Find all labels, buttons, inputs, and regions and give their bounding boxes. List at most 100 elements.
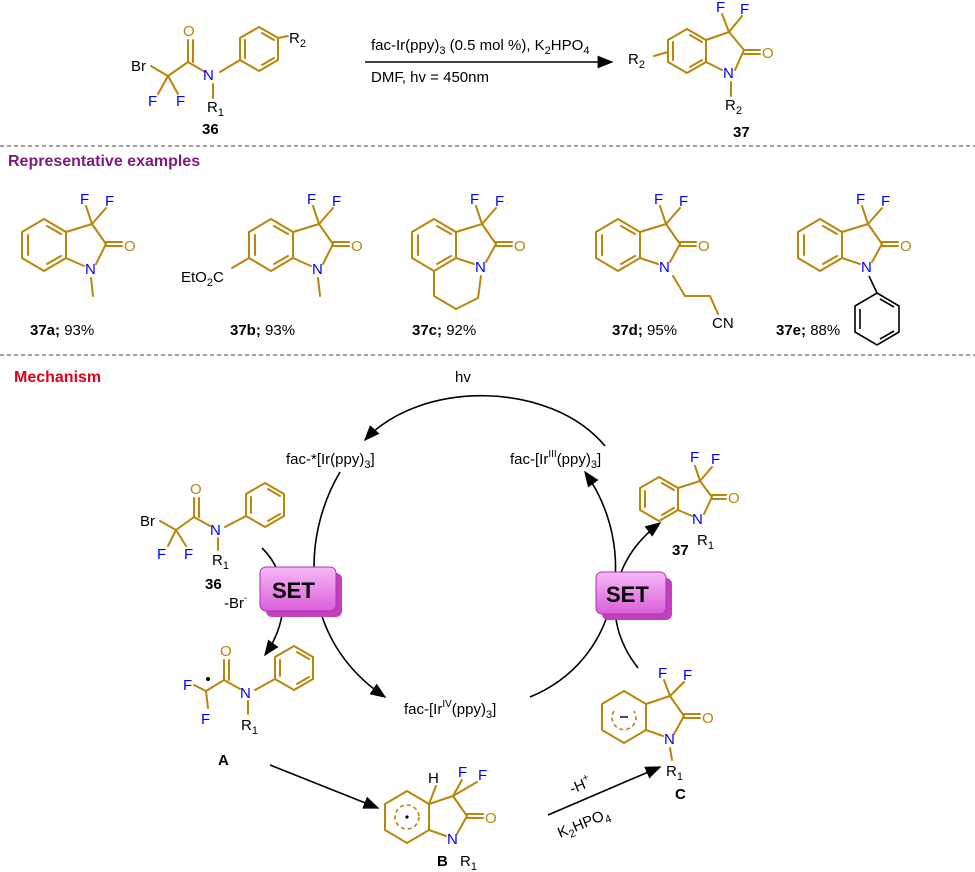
f-atom: F bbox=[176, 93, 185, 110]
deprotonation-arrow bbox=[547, 766, 662, 816]
example-label: 37e; 88% bbox=[776, 322, 840, 339]
o-atom: O bbox=[728, 490, 740, 507]
r1-label: R1 bbox=[460, 853, 477, 872]
f-atom: F bbox=[105, 193, 114, 210]
intermediate-A: F F O N R1 A bbox=[183, 643, 314, 769]
set-badge-right: SET bbox=[595, 571, 672, 620]
f-atom: F bbox=[690, 449, 699, 466]
photoexcitation-arrow bbox=[363, 394, 606, 447]
intermediate-B-label: B bbox=[437, 853, 448, 870]
example-37a: N O F F 37a; 93% bbox=[21, 191, 136, 339]
compound-37-label: 37 bbox=[672, 542, 689, 559]
n-atom: N bbox=[203, 67, 214, 84]
f-atom: F bbox=[157, 546, 166, 563]
reaction-conditions: fac-Ir(ppy)3 (0.5 mol %), K2HPO4 DMF, hv… bbox=[365, 37, 614, 86]
f-atom: F bbox=[201, 711, 210, 728]
n-atom: N bbox=[210, 522, 221, 539]
f-atom: F bbox=[881, 193, 890, 210]
f-atom: F bbox=[458, 764, 467, 781]
o-atom: O bbox=[698, 238, 710, 255]
f-atom: F bbox=[184, 546, 193, 563]
r2-label: R2 bbox=[725, 97, 742, 117]
f-atom: F bbox=[654, 191, 663, 208]
intermediate-B: N O F F H B R1 bbox=[384, 764, 497, 872]
o-atom: O bbox=[762, 45, 774, 62]
starting-material-36: Br O N R1 F F R2 36 bbox=[131, 23, 306, 138]
r1-label: R1 bbox=[207, 99, 224, 119]
f-atom: F bbox=[148, 93, 157, 110]
hv-label: hv bbox=[455, 369, 471, 386]
f-atom: F bbox=[716, 0, 725, 16]
n-atom: N bbox=[659, 259, 670, 276]
base-label: K2HPO4 bbox=[555, 805, 613, 844]
f-atom: F bbox=[470, 191, 479, 208]
r2-label: R2 bbox=[289, 30, 306, 50]
ir-iv-label: fac-[IrIV(ppy)3] bbox=[404, 699, 496, 721]
deprotonation-label: -H+ bbox=[566, 772, 593, 798]
f-atom: F bbox=[711, 451, 720, 468]
compound-36-label: 36 bbox=[202, 121, 219, 138]
bromide-loss-label: -Br- bbox=[224, 593, 247, 612]
example-label: 37d; 95% bbox=[612, 322, 677, 339]
cyclization-arrow bbox=[269, 764, 380, 809]
o-atom: O bbox=[900, 238, 912, 255]
n-atom: N bbox=[475, 259, 486, 276]
n-atom: N bbox=[861, 259, 872, 276]
conditions-line-2: DMF, hv = 450nm bbox=[371, 69, 489, 86]
o-atom: O bbox=[702, 710, 714, 727]
example-label: 37a; 93% bbox=[30, 322, 94, 339]
ester-substituent: EtO2C bbox=[181, 269, 224, 289]
n-atom: N bbox=[240, 685, 251, 702]
f-atom: F bbox=[658, 665, 667, 682]
br-atom: Br bbox=[140, 513, 155, 530]
r1-label: R1 bbox=[697, 532, 714, 552]
set-badge-left: SET bbox=[259, 566, 342, 617]
r1-label: R1 bbox=[241, 717, 258, 737]
br-atom: Br bbox=[131, 58, 146, 75]
set-label: SET bbox=[272, 578, 315, 603]
compound-36-label: 36 bbox=[205, 576, 222, 593]
h-atom: H bbox=[428, 770, 439, 787]
o-atom: O bbox=[220, 643, 232, 660]
f-atom: F bbox=[495, 193, 504, 210]
n-atom: N bbox=[692, 511, 703, 528]
example-label: 37c; 92% bbox=[412, 322, 476, 339]
f-atom: F bbox=[478, 767, 487, 784]
n-atom: N bbox=[664, 731, 675, 748]
o-atom: O bbox=[514, 238, 526, 255]
example-37b: N O F F EtO2C 37b; 93% bbox=[181, 191, 363, 339]
example-37c: N O F F 37c; 92% bbox=[411, 191, 526, 339]
mechanism-section-title: Mechanism bbox=[14, 369, 101, 386]
ir-excited-label: fac-*[Ir(ppy)3] bbox=[286, 451, 375, 471]
f-atom: F bbox=[307, 191, 316, 208]
f-atom: F bbox=[683, 667, 692, 684]
o-atom: O bbox=[485, 810, 497, 827]
examples-section-title: Representative examples bbox=[8, 153, 200, 170]
o-atom: O bbox=[351, 238, 363, 255]
o-atom: O bbox=[124, 238, 136, 255]
f-atom: F bbox=[332, 193, 341, 210]
r1-label: R1 bbox=[212, 552, 229, 572]
f-atom: F bbox=[856, 191, 865, 208]
nitrile-substituent: CN bbox=[712, 315, 734, 332]
product-37: N O F F R2 R2 37 bbox=[628, 0, 774, 141]
mechanism-compound-36: Br O N R1 F F 36 bbox=[140, 481, 285, 593]
n-atom: N bbox=[723, 65, 734, 82]
intermediate-A-label: A bbox=[218, 752, 229, 769]
r1-label: R1 bbox=[666, 763, 683, 783]
n-atom: N bbox=[447, 831, 458, 848]
n-atom: N bbox=[85, 261, 96, 278]
f-atom: F bbox=[740, 1, 749, 18]
o-atom: O bbox=[190, 481, 202, 498]
compound-37-label: 37 bbox=[733, 124, 750, 141]
example-37e: N O F F 37e; 88% bbox=[776, 191, 912, 346]
set-label: SET bbox=[606, 582, 649, 607]
o-atom: O bbox=[183, 23, 195, 40]
intermediate-C-label: C bbox=[675, 786, 686, 803]
example-37d: N O F F CN 37d; 95% bbox=[595, 191, 734, 339]
f-atom: F bbox=[80, 191, 89, 208]
f-atom: F bbox=[679, 193, 688, 210]
f-atom: F bbox=[183, 677, 192, 694]
ir-iii-label: fac-[IrIII(ppy)3] bbox=[510, 449, 601, 471]
